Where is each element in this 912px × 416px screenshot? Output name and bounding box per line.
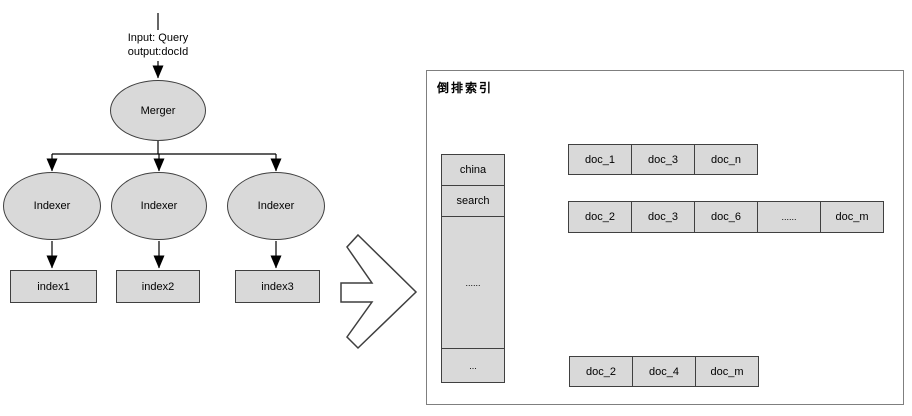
posting-row-3: doc_2 doc_4 doc_m	[569, 356, 759, 387]
indexer-label-1: Indexer	[33, 200, 71, 212]
posting-cell: doc_n	[694, 144, 758, 175]
posting-label: doc_3	[648, 211, 678, 223]
indexer-label-2: Indexer	[140, 200, 178, 212]
posting-label: doc_3	[648, 153, 678, 166]
posting-label: doc_4	[649, 365, 679, 378]
posting-cell: doc_2	[569, 356, 633, 387]
input-label-line2: output:docId	[127, 46, 189, 58]
posting-label: doc_m	[710, 365, 744, 378]
index-label-3: index3	[261, 280, 294, 293]
posting-label: doc_m	[835, 211, 869, 223]
posting-row-1: doc_1 doc_3 doc_n	[568, 144, 758, 175]
indexer-node-1: Indexer	[3, 172, 101, 240]
index-label-2: index2	[141, 280, 175, 293]
input-output-label: Input: Query output:docId	[98, 31, 218, 59]
term-label-ellipsis-large: ......	[465, 277, 481, 288]
merger-label: Merger	[140, 104, 176, 117]
merger-node: Merger	[110, 80, 206, 141]
posting-cell: doc_2	[568, 201, 632, 233]
input-label-line1: Input: Query	[127, 32, 189, 44]
indexer-node-2: Indexer	[111, 172, 207, 240]
posting-cell: doc_m	[820, 201, 884, 233]
index-box-1: index1	[10, 270, 97, 303]
posting-cell: doc_m	[695, 356, 759, 387]
posting-cell: doc_1	[568, 144, 632, 175]
term-cell-search: search	[441, 185, 505, 217]
term-label-search: search	[456, 195, 490, 207]
panel-title: 倒排索引	[437, 81, 494, 95]
big-right-arrow-icon	[340, 233, 418, 350]
posting-cell: doc_6	[694, 201, 758, 233]
index-label-1: index1	[37, 280, 70, 293]
posting-row-2: doc_2 doc_3 doc_6 ...... doc_m	[568, 201, 884, 233]
posting-label: ......	[781, 212, 797, 222]
indexer-label-3: Indexer	[257, 200, 295, 212]
index-box-3: index3	[235, 270, 320, 303]
term-label-china: china	[459, 164, 487, 176]
posting-cell: doc_3	[631, 201, 695, 233]
index-box-2: index2	[116, 270, 200, 303]
posting-label: doc_1	[585, 153, 615, 166]
term-cell-ellipsis-large: ......	[441, 216, 505, 349]
posting-label: doc_6	[711, 211, 741, 223]
posting-cell: doc_4	[632, 356, 696, 387]
term-cell-china: china	[441, 154, 505, 186]
term-cell-ellipsis-small: ...	[441, 348, 505, 383]
indexer-node-3: Indexer	[227, 172, 325, 240]
posting-cell-ellipsis: ......	[757, 201, 821, 233]
posting-label: doc_2	[586, 365, 616, 378]
posting-label: doc_2	[585, 211, 615, 223]
posting-label: doc_n	[711, 153, 741, 166]
posting-cell: doc_3	[631, 144, 695, 175]
inverted-index-panel	[426, 70, 904, 405]
term-label-ellipsis-small: ...	[469, 360, 477, 371]
